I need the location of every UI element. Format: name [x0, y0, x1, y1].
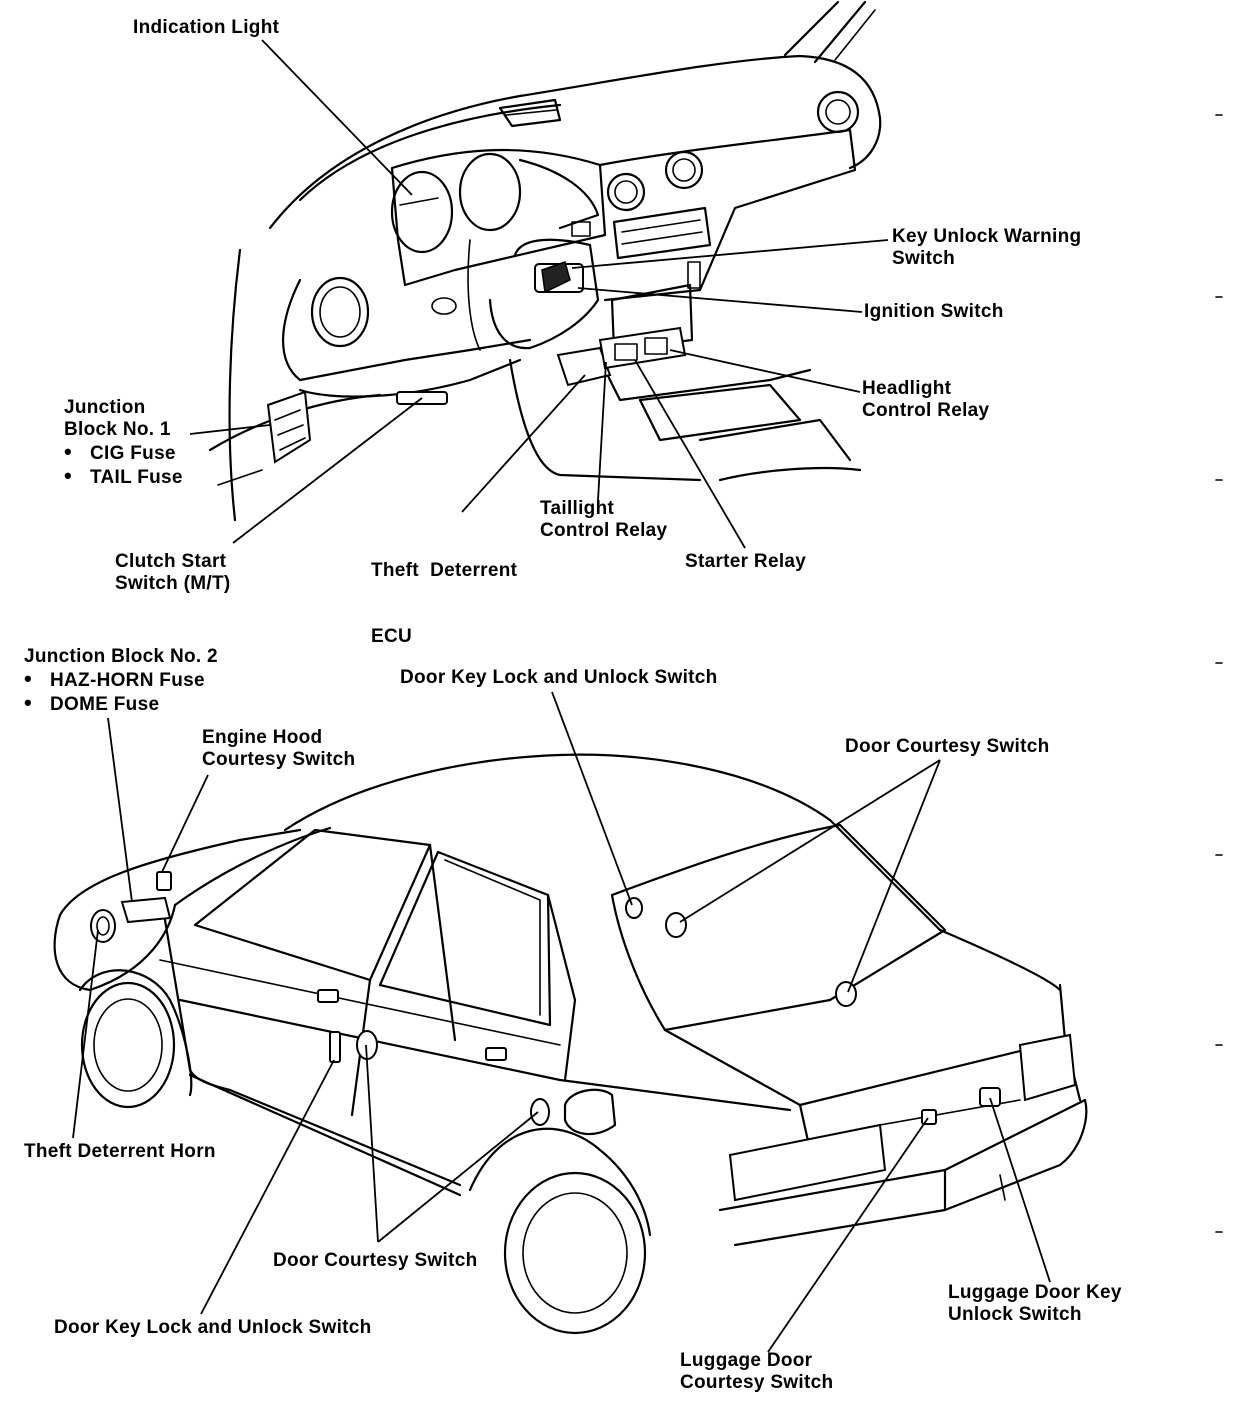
label-ignition-switch: Ignition Switch — [864, 301, 1004, 322]
label-clutch-start-switch: Clutch Start Switch (M/T) — [115, 551, 231, 594]
label-engine-hood-courtesy-switch: Engine Hood Courtesy Switch — [202, 727, 356, 770]
label-luggage-door-courtesy-switch: Luggage Door Courtesy Switch — [680, 1350, 834, 1393]
label-junction-block-1: Junction Block No. 1 CIG Fuse TAIL Fuse — [64, 397, 183, 489]
label-indication-light: Indication Light — [133, 17, 280, 38]
label-theft-deterrent-horn: Theft Deterrent Horn — [24, 1141, 216, 1162]
dashboard-illustration — [208, 0, 882, 522]
car-leader-lines — [72, 691, 1051, 1353]
label-door-courtesy-switch-top: Door Courtesy Switch — [845, 736, 1050, 757]
dashboard-leader-lines — [189, 39, 889, 549]
label-door-key-lock-switch-top: Door Key Lock and Unlock Switch — [400, 667, 718, 688]
car-illustration — [53, 753, 1088, 1335]
label-door-key-lock-switch-bottom: Door Key Lock and Unlock Switch — [54, 1317, 372, 1338]
label-door-courtesy-switch-bottom: Door Courtesy Switch — [273, 1250, 478, 1271]
label-taillight-control-relay: Taillight Control Relay — [540, 498, 668, 541]
label-junction-block-2: Junction Block No. 2 HAZ-HORN Fuse DOME … — [24, 646, 218, 716]
label-luggage-door-key-unlock-switch: Luggage Door Key Unlock Switch — [948, 1282, 1122, 1325]
label-starter-relay: Starter Relay — [685, 551, 807, 572]
label-key-unlock-warning-switch: Key Unlock Warning Switch — [892, 226, 1082, 269]
label-headlight-control-relay: Headlight Control Relay — [862, 378, 990, 421]
label-theft-deterrent-ecu: Theft Deterrent ECU — [371, 560, 518, 647]
margin-ticks — [1215, 114, 1223, 1233]
